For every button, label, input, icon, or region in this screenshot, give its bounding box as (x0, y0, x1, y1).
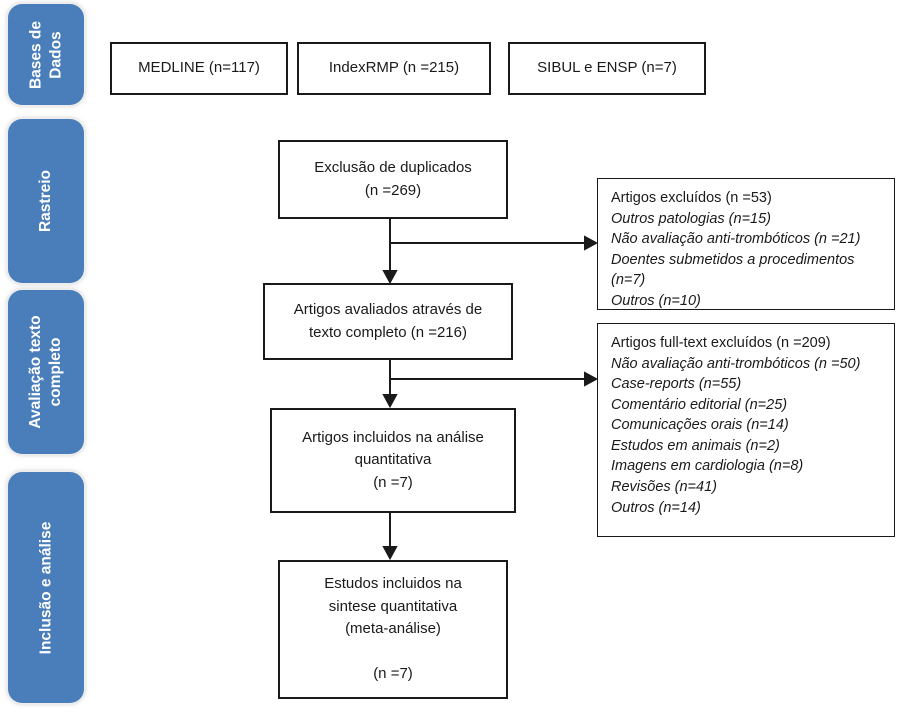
flow-box-fulltext-assessed: Artigos avaliados através de texto compl… (263, 283, 513, 360)
flow-box-duplicates-excluded: Exclusão de duplicados (n =269) (278, 140, 508, 219)
arrowhead-right-icon (584, 371, 599, 387)
stage-label: Bases de Dados (26, 20, 64, 89)
excluded-reason: Outros (n=14) (611, 499, 701, 516)
arrowhead-down-icon (382, 394, 398, 409)
flow-box-included-quantitative-analysis: Artigos incluidos na análise quantitativ… (270, 408, 516, 513)
excluded-reason: Não avaliação anti-trombóticos (n =50) (611, 355, 861, 372)
excluded-reason: Outros (n=10) (611, 292, 701, 309)
excluded-reason: Comunicações orais (n=14) (611, 417, 789, 434)
arrowhead-down-icon (382, 270, 398, 285)
stage-inclusao-e-analise: Inclusão e análise (8, 472, 84, 703)
excluded-reason: Case-reports (n=55) (611, 376, 742, 393)
excluded-articles-box: Artigos excluídos (n =53) Outros patolog… (597, 178, 895, 310)
excluded-reason: Revisões (n=41) (611, 479, 717, 496)
stage-avaliacao-texto-completo: Avaliação texto completo (8, 290, 84, 454)
arrowhead-down-icon (382, 546, 398, 561)
stage-rastreio: Rastreio (8, 119, 84, 283)
fulltext-excluded-title: Artigos full-text excluídos (n =209) (611, 335, 831, 351)
excluded-reason: Outros patologias (n=15) (611, 210, 771, 227)
stage-label: Inclusão e análise (36, 521, 54, 654)
flow-box-included-meta-analysis: Estudos incluidos na sintese quantitativ… (278, 560, 508, 699)
arrowhead-right-icon (584, 235, 599, 251)
fulltext-excluded-articles-box: Artigos full-text excluídos (n =209) Não… (597, 323, 895, 537)
excluded-reason: Estudos em animais (n=2) (611, 437, 780, 454)
source-box-medline: MEDLINE (n=117) (110, 42, 288, 95)
stage-label: Avaliação texto completo (26, 315, 64, 429)
excluded-reason: Comentário editorial (n=25) (611, 396, 788, 413)
excluded-articles-title: Artigos excluídos (n =53) (611, 190, 772, 206)
source-box-sibul-ensp: SIBUL e ENSP (n=7) (508, 42, 706, 95)
stage-bases-de-dados: Bases de Dados (8, 4, 84, 105)
excluded-reason: Não avaliação anti-trombóticos (n =21) (611, 231, 861, 248)
source-box-indexrmp: IndexRMP (n =215) (297, 42, 491, 95)
stage-label: Rastreio (36, 169, 54, 233)
excluded-reason: Imagens em cardiologia (n=8) (611, 458, 804, 475)
excluded-reason: Doentes submetidos a procedimentos (n=7) (611, 251, 855, 289)
